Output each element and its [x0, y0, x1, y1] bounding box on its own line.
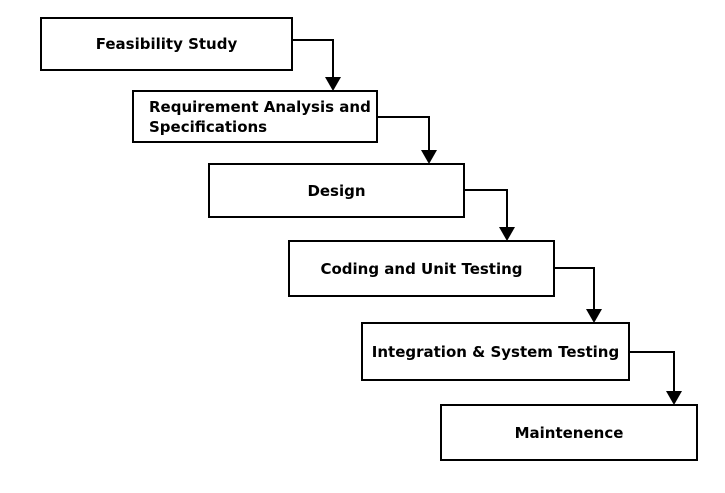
stage-label: Coding and Unit Testing — [320, 259, 523, 278]
connector-line — [465, 189, 508, 229]
arrowhead-icon — [421, 150, 437, 164]
arrowhead-icon — [586, 309, 602, 323]
arrowhead-icon — [499, 227, 515, 241]
stage-box-design: Design — [208, 163, 465, 218]
connector-line — [555, 267, 595, 311]
arrowhead-icon — [325, 77, 341, 91]
stage-box-coding-and-unit-testing: Coding and Unit Testing — [288, 240, 555, 297]
arrowhead-icon — [666, 391, 682, 405]
stage-box-integration-system-testing: Integration & System Testing — [361, 322, 630, 381]
stage-box-requirement-analysis: Requirement Analysis and Specifications — [132, 90, 378, 143]
stage-label: Feasibility Study — [95, 35, 238, 53]
stage-label: Requirement Analysis and Specifications — [149, 97, 371, 136]
connector-line — [293, 39, 334, 79]
connector-line — [378, 116, 430, 152]
connector-line — [630, 351, 675, 393]
stage-label: Design — [307, 181, 366, 200]
stage-box-feasibility-study: Feasibility Study — [40, 17, 293, 71]
stage-label: Maintenence — [514, 423, 624, 442]
stage-box-maintenance: Maintenence — [440, 404, 698, 461]
stage-label: Integration & System Testing — [371, 342, 620, 361]
